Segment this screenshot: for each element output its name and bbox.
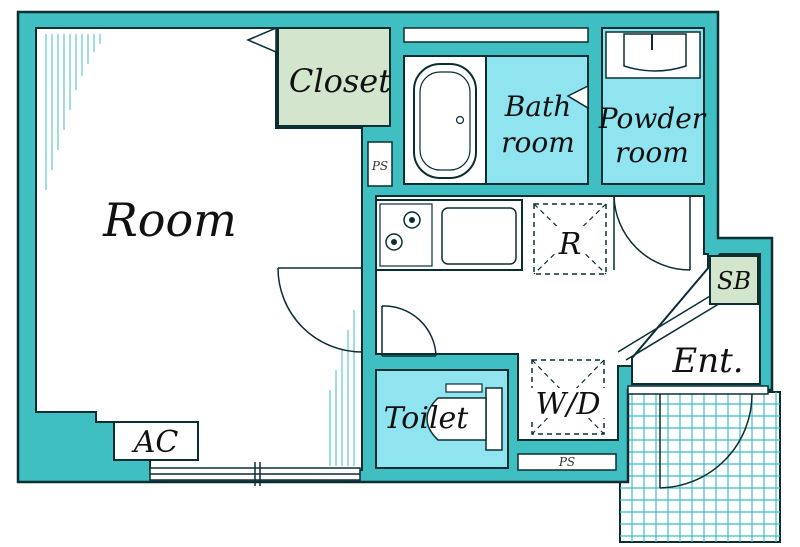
- ac-unit: AC: [113, 421, 199, 461]
- bathtub-icon: [413, 63, 477, 179]
- toilet-tank-icon: [485, 387, 503, 451]
- bath-label-line1: Bath: [504, 90, 572, 123]
- drain-icon: [455, 115, 465, 125]
- entrance-label: Ent.: [671, 341, 743, 381]
- powder-label-line1: Powder: [598, 102, 707, 135]
- toilet-bowl-icon: [426, 397, 487, 441]
- toilet-room: Toilet: [375, 305, 509, 469]
- burner-icon: [385, 233, 403, 251]
- top-shelf: [403, 27, 589, 43]
- washer-dryer-label: W/D: [536, 387, 601, 422]
- toilet-label: Toilet: [384, 401, 470, 436]
- bath-label-line2: room: [501, 126, 575, 159]
- main-room: [35, 27, 363, 486]
- sb-label: SB: [717, 267, 751, 295]
- burner-icon: [403, 211, 421, 229]
- kitchen-sink-icon: [441, 207, 517, 265]
- room-door: [277, 267, 363, 353]
- kitchen-counter: [375, 199, 523, 271]
- ac-label: AC: [131, 425, 179, 460]
- bathroom: Bath room: [403, 55, 589, 185]
- closet-label: Closet: [289, 62, 391, 100]
- window-hatch-right: [329, 310, 355, 466]
- refrigerator-space: R: [533, 203, 607, 275]
- entrance-door: [627, 385, 769, 489]
- ps-lower-label: PS: [558, 455, 575, 469]
- powder-room: Powder room: [598, 27, 707, 185]
- pipe-space-lower: PS: [517, 453, 617, 471]
- pipe-space-upper: PS: [367, 141, 393, 187]
- shoe-box: SB: [709, 255, 759, 305]
- sink-icon: [623, 33, 687, 72]
- balcony-grid: [620, 392, 780, 542]
- ps-upper-label: PS: [371, 159, 388, 173]
- toilet-door: [381, 305, 437, 357]
- closet: Closet: [246, 26, 391, 127]
- room-label: Room: [102, 193, 237, 247]
- powder-label-line2: room: [615, 136, 689, 169]
- balcony: [619, 391, 781, 543]
- sliding-window: [149, 462, 361, 486]
- powder-door: [613, 195, 691, 271]
- stove: [379, 203, 433, 267]
- refrigerator-label: R: [558, 227, 582, 262]
- washer-dryer-space: W/D: [530, 359, 608, 435]
- window-hatch-left: [45, 34, 101, 190]
